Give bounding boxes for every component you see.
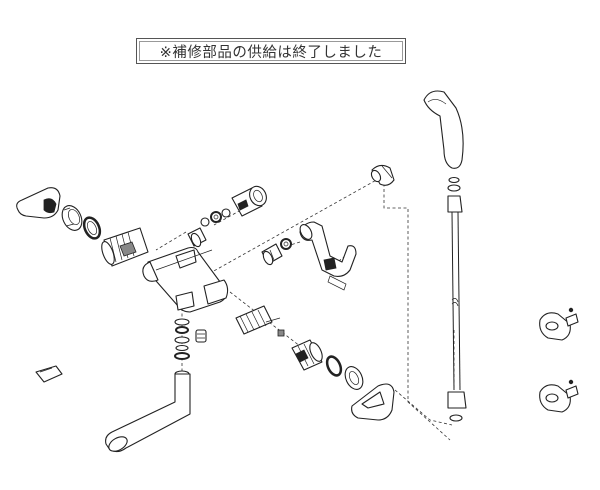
shower-head [423, 90, 464, 169]
thermostat-cartridge [101, 227, 149, 267]
shower-elbow-fitting [370, 164, 395, 186]
handle-cap-ring [61, 205, 83, 231]
shower-holder-lower [539, 379, 579, 413]
check-valve-small [195, 329, 207, 343]
switch-valve-small-parts [265, 317, 285, 337]
shower-switch-arm [299, 221, 357, 291]
handle-o-ring [82, 216, 102, 240]
upper-check-valve [187, 227, 207, 248]
middle-check-valve [261, 243, 283, 266]
shower-head-washer [447, 176, 461, 192]
shower-hose [447, 195, 467, 409]
hose-end-washer [449, 414, 463, 422]
switch-handle-lever [351, 383, 395, 421]
hex-key-tool [35, 365, 63, 383]
switch-o-ring [325, 355, 343, 377]
shower-holder-upper [539, 307, 579, 341]
mixer-valve-body [142, 246, 229, 313]
switch-valve-cartridge [291, 339, 323, 371]
discontinued-notice-box: ※補修部品の供給は終了しました [136, 38, 406, 64]
switch-cap-ring [344, 366, 364, 390]
upper-union-nut [231, 185, 267, 217]
middle-washer-pair [280, 238, 292, 250]
switch-valve-spring [235, 305, 273, 335]
temperature-handle-lever [16, 187, 61, 219]
spout-washer-stack [174, 318, 190, 360]
bath-spout [105, 370, 191, 453]
upper-washer-set [200, 208, 231, 227]
discontinued-notice-text: ※補修部品の供給は終了しました [139, 41, 403, 61]
